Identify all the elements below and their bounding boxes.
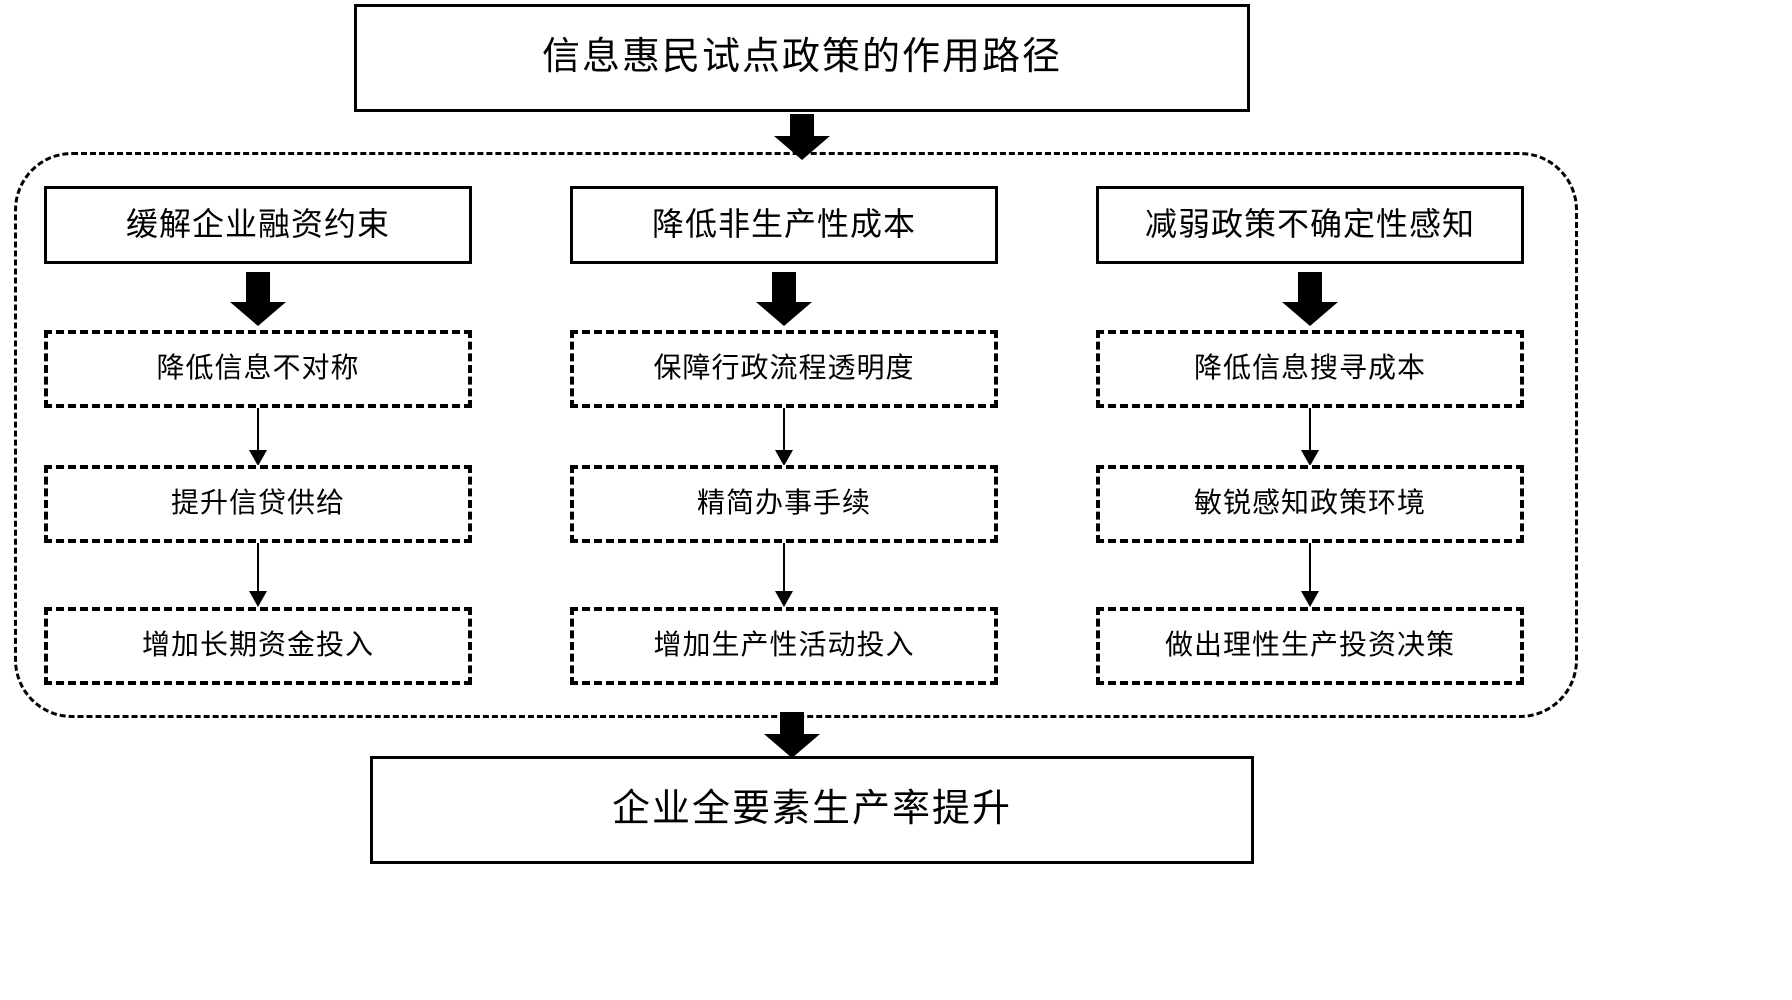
arrow-line [1309,408,1311,452]
down-block-arrow-icon-channel-0 [230,272,286,326]
channel-1-step-0-box: 保障行政流程透明度 [570,330,998,408]
down-thin-arrow-icon-channel-0-step-1-to-2 [249,543,267,609]
down-block-arrow-icon-channel-1 [756,272,812,326]
channel-2-step-0-text: 降低信息搜寻成本 [1193,352,1426,384]
arrow-tip [249,591,267,607]
arrow-shaft [1298,272,1322,302]
down-thin-arrow-icon-channel-2-step-0-to-1 [1301,408,1319,466]
arrow-head [230,302,286,326]
arrow-tip [249,450,267,466]
channel-1-step-1-box: 精简办事手续 [570,465,998,543]
channel-0-step-0-box: 降低信息不对称 [44,330,472,408]
arrow-line [783,543,785,593]
arrow-tip [775,450,793,466]
channel-2-step-1-box: 敏锐感知政策环境 [1096,465,1524,543]
channel-heading-box-2: 减弱政策不确定性感知 [1096,186,1524,264]
channel-2-step-2-text: 做出理性生产投资决策 [1164,629,1455,661]
arrow-tip [1301,591,1319,607]
channel-1-step-1-text: 精简办事手续 [696,487,871,519]
arrow-head [1282,302,1338,326]
channel-heading-text-1: 降低非生产性成本 [651,206,916,243]
arrow-line [783,408,785,452]
channel-0-step-0-text: 降低信息不对称 [156,352,360,384]
arrow-shaft [772,272,796,302]
outcome-text: 企业全要素生产率提升 [611,788,1012,831]
channel-heading-box-1: 降低非生产性成本 [570,186,998,264]
arrow-line [257,408,259,452]
arrow-head [764,734,820,758]
channel-1-step-0-text: 保障行政流程透明度 [653,352,915,384]
down-block-arrow-icon-title-to-channels [774,114,830,160]
channel-2-step-0-box: 降低信息搜寻成本 [1096,330,1524,408]
channel-0-step-1-text: 提升信贷供给 [170,487,345,519]
channel-heading-box-0: 缓解企业融资约束 [44,186,472,264]
channel-1-step-2-box: 增加生产性活动投入 [570,607,998,685]
down-thin-arrow-icon-channel-1-step-0-to-1 [775,408,793,466]
diagram-title-box: 信息惠民试点政策的作用路径 [354,4,1250,112]
channel-0-step-1-box: 提升信贷供给 [44,465,472,543]
arrow-line [257,543,259,593]
channel-2-step-1-text: 敏锐感知政策环境 [1193,487,1426,519]
arrow-tip [1301,450,1319,466]
outcome-box: 企业全要素生产率提升 [370,756,1254,864]
arrow-shaft [790,114,814,138]
arrow-line [1309,543,1311,593]
down-thin-arrow-icon-channel-1-step-1-to-2 [775,543,793,609]
arrow-tip [775,591,793,607]
channel-1-step-2-text: 增加生产性活动投入 [653,629,915,661]
down-thin-arrow-icon-channel-0-step-0-to-1 [249,408,267,466]
arrow-head [774,136,830,160]
arrow-head [756,302,812,326]
down-thin-arrow-icon-channel-2-step-1-to-2 [1301,543,1319,609]
channel-0-step-2-text: 增加长期资金投入 [141,629,374,661]
down-block-arrow-icon-channel-2 [1282,272,1338,326]
channel-heading-text-2: 减弱政策不确定性感知 [1144,206,1475,243]
down-block-arrow-icon-channels-to-outcome [764,712,820,758]
channel-0-step-2-box: 增加长期资金投入 [44,607,472,685]
arrow-shaft [246,272,270,302]
diagram-title-text: 信息惠民试点政策的作用路径 [541,36,1062,79]
channel-2-step-2-box: 做出理性生产投资决策 [1096,607,1524,685]
channel-heading-text-0: 缓解企业融资约束 [125,206,390,243]
arrow-shaft [780,712,804,736]
